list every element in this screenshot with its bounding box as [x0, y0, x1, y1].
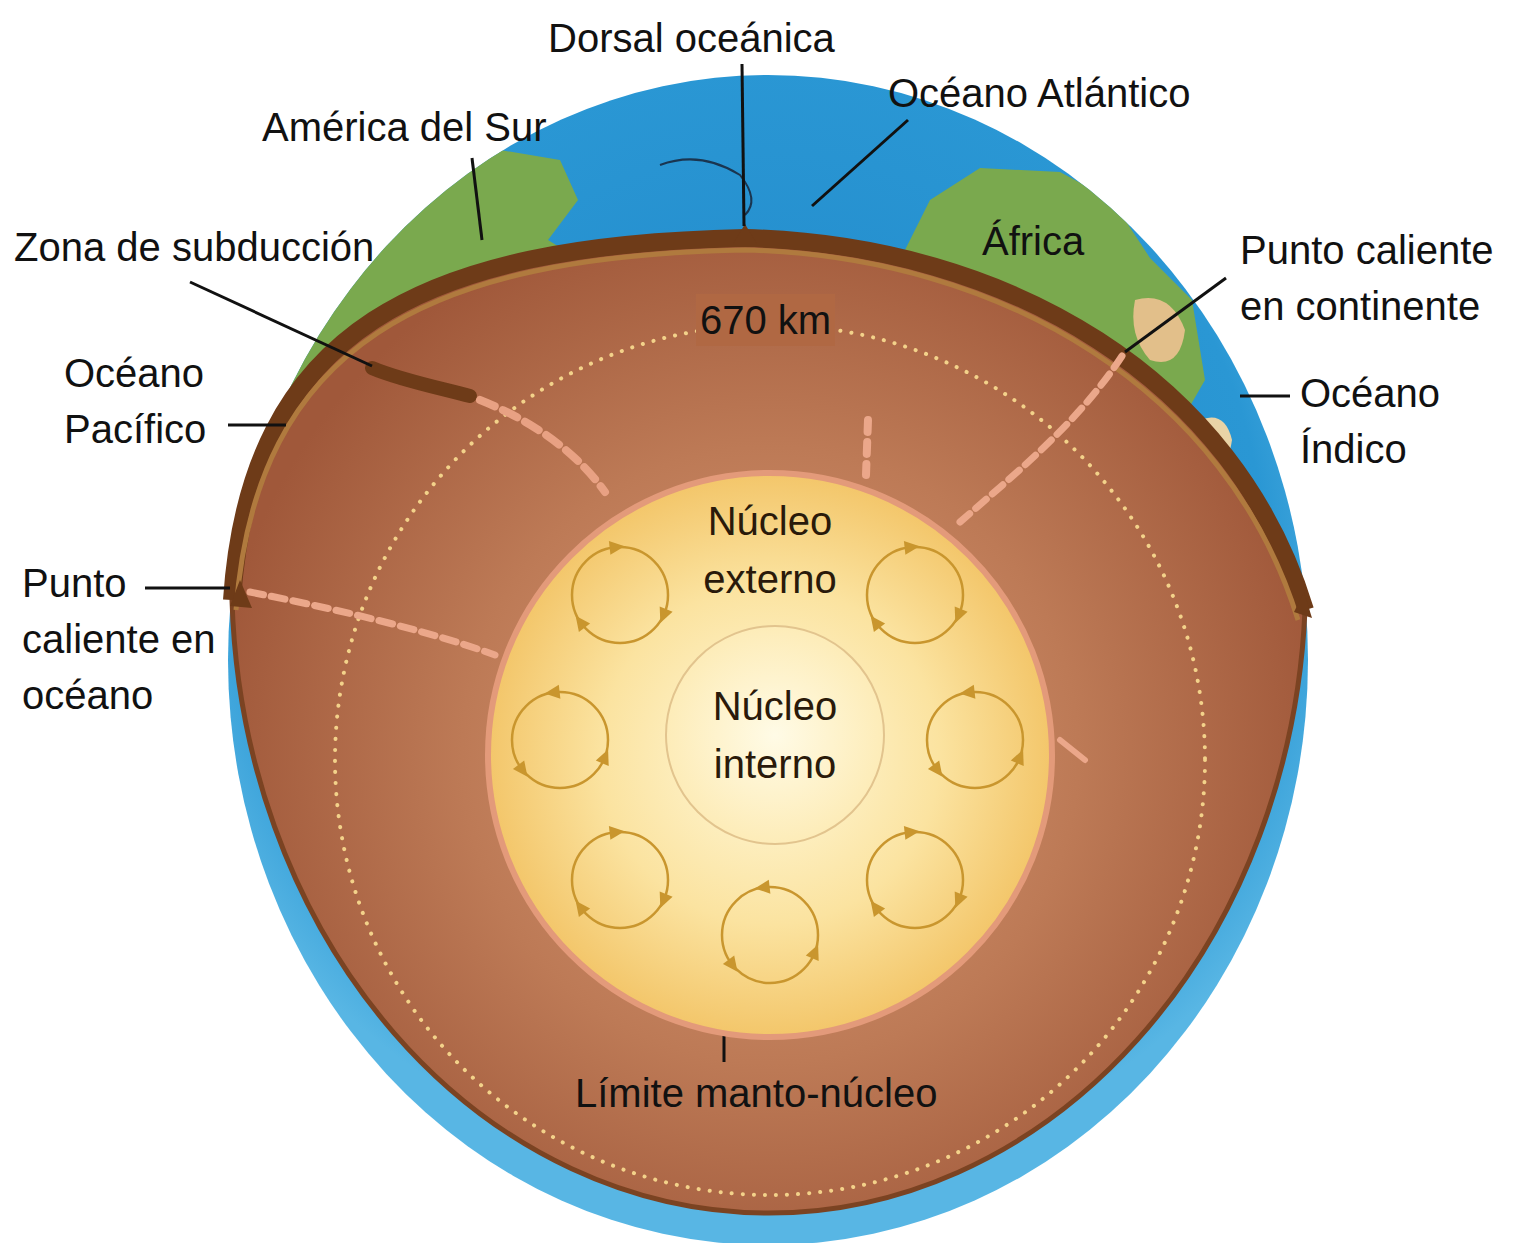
convection-arrowhead: [609, 826, 625, 840]
lithosphere-band: [236, 250, 1298, 620]
convection-arrowhead: [1011, 750, 1024, 767]
core-label: Núcleo externo: [660, 492, 880, 608]
leader-line: [228, 424, 286, 427]
convection-cell: [722, 887, 818, 983]
mantle-plume: [1060, 740, 1085, 760]
mantle-plume: [866, 420, 868, 475]
leader-line: [742, 64, 744, 226]
convection-arrowhead: [660, 606, 673, 623]
callout-label: Dorsal oceánica: [548, 14, 835, 62]
convection-arrowhead: [755, 880, 771, 894]
mantle-plume: [960, 356, 1122, 522]
convection-arrowhead: [904, 826, 920, 840]
callout-label: Océano Pacífico: [64, 345, 239, 457]
callout-label: África: [982, 217, 1084, 265]
convection-arrowhead: [576, 616, 591, 632]
ridge-peak: [733, 224, 757, 244]
convection-arrowhead: [609, 541, 625, 555]
leader-line: [472, 158, 482, 240]
convection-arrowhead: [904, 541, 920, 555]
mantle-section: [232, 238, 1305, 1213]
convection-arrowhead: [596, 750, 609, 767]
convection-cell: [572, 547, 668, 643]
convection-arrowhead: [806, 945, 819, 962]
leader-line: [145, 587, 230, 590]
sinking-slab: [480, 400, 605, 492]
inner-core: Núcleo interno: [665, 625, 885, 845]
convection-cells: [512, 541, 1024, 983]
callout-label: Punto caliente en continente: [1240, 222, 1512, 334]
convection-arrowhead: [960, 685, 976, 699]
subducting-slab: [372, 368, 470, 396]
ridge-trace: [660, 159, 751, 215]
convection-arrowhead: [723, 956, 738, 972]
callout-label: América del Sur: [262, 103, 547, 151]
africa-relief: [1133, 298, 1185, 362]
callout-label: 670 km: [696, 294, 835, 346]
outer-core-circle: [488, 473, 1052, 1037]
leader-lines: [145, 64, 1290, 1062]
convection-arrowhead: [660, 891, 673, 908]
convection-cell: [867, 832, 963, 928]
hotspot-peak: [1294, 592, 1312, 618]
convection-arrowhead: [955, 891, 968, 908]
leader-line: [1240, 395, 1290, 398]
leader-line: [812, 120, 908, 206]
callout-label: Océano Atlántico: [888, 69, 1190, 117]
convection-arrowhead: [928, 761, 943, 777]
inner-core-circle: [666, 626, 884, 844]
inner-core-shape: [665, 625, 885, 845]
callout-label: Límite manto-núcleo: [575, 1069, 937, 1117]
discontinuity-670: [335, 325, 1205, 1195]
convection-cell: [572, 832, 668, 928]
convection-arrowhead: [513, 761, 528, 777]
leader-line: [190, 282, 372, 366]
callout-label: Océano Índico: [1300, 365, 1475, 477]
callout-label: Punto caliente en océano: [22, 555, 222, 723]
leader-line: [1125, 278, 1226, 352]
convection-arrowhead: [545, 685, 561, 699]
convection-arrowhead: [955, 606, 968, 623]
mantle-plume: [250, 592, 495, 655]
core-label: Núcleo interno: [680, 677, 870, 793]
convection-arrowhead: [871, 901, 886, 917]
callout-label: Zona de subducción: [14, 223, 374, 271]
ocean-surface: [228, 75, 1308, 1243]
convection-cell: [867, 547, 963, 643]
convection-cell: [927, 692, 1023, 788]
outer-core: Núcleo externoNúcleo interno: [485, 470, 1055, 1040]
convection-arrowhead: [576, 901, 591, 917]
convection-cell: [512, 692, 608, 788]
convection-arrowhead: [871, 616, 886, 632]
